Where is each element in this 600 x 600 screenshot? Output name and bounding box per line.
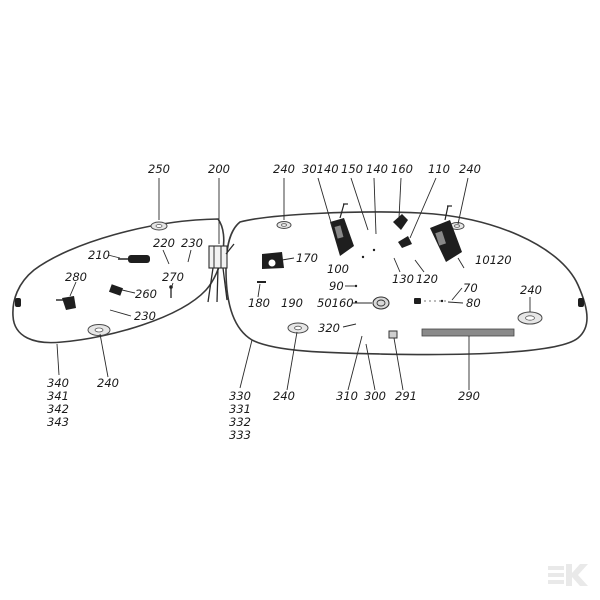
left-cable-end-plug	[15, 298, 21, 307]
callout-320: 320	[318, 321, 340, 335]
callout-240-right: 240	[520, 283, 542, 297]
callout-180: 180	[248, 296, 270, 310]
callout-240-top-left: 240	[273, 162, 295, 176]
switch-260-part	[108, 284, 124, 296]
right-cable-end-plug	[578, 298, 584, 307]
callout-332: 332	[229, 415, 251, 429]
callout-110: 110	[428, 162, 450, 176]
rod-290-part	[421, 328, 515, 337]
callout-70: 70	[463, 281, 478, 295]
washer-240-bottom-left-part	[87, 324, 111, 336]
center-connector-part	[207, 243, 235, 303]
clamp-280-part	[56, 296, 76, 310]
callout-342: 342	[47, 402, 69, 416]
callout-120: 120	[416, 272, 438, 286]
handle-210-part	[118, 255, 150, 263]
cam-160-part	[393, 214, 408, 230]
callout-10120: 10120	[475, 253, 512, 267]
switch-housing-30140-part	[330, 203, 354, 256]
callout-280: 280	[65, 270, 87, 284]
callout-90: 90	[329, 279, 344, 293]
clip-291-part	[388, 330, 398, 339]
callout-230-top: 230	[181, 236, 203, 250]
callout-250: 250	[148, 162, 170, 176]
left-cable-loop	[12, 218, 225, 344]
callout-150: 150	[341, 162, 363, 176]
washer-240-bottom-mid-part	[287, 322, 309, 334]
nut-80-part	[414, 298, 448, 304]
callout-160: 160	[391, 162, 413, 176]
callout-310: 310	[336, 389, 358, 403]
right-cable-loop	[225, 211, 588, 356]
callout-343: 343	[47, 415, 69, 429]
callout-210: 210	[88, 248, 110, 262]
switch-housing-10120-part	[430, 205, 462, 262]
bracket-170-part	[262, 252, 284, 269]
spring-50160-part	[372, 296, 390, 310]
callout-240-bottom-mid: 240	[273, 389, 295, 403]
screw-270-part	[169, 285, 173, 298]
watermark-logo-icon	[548, 564, 588, 586]
callout-331: 331	[229, 402, 251, 416]
callout-30140: 30140	[302, 162, 339, 176]
callout-300: 300	[364, 389, 386, 403]
callout-170: 170	[296, 251, 318, 265]
callout-100: 100	[327, 262, 349, 276]
callout-130: 130	[392, 272, 414, 286]
callout-341: 341	[47, 389, 69, 403]
callout-270: 270	[162, 270, 184, 284]
washer-250-part	[150, 221, 168, 231]
callout-200: 200	[208, 162, 230, 176]
callout-291: 291	[395, 389, 417, 403]
callout-240-bottom-left: 240	[97, 376, 119, 390]
lever-110-part	[398, 236, 412, 248]
callout-340: 340	[47, 376, 69, 390]
callout-80: 80	[466, 296, 481, 310]
callout-50160: 50160	[317, 296, 354, 310]
callout-220: 220	[153, 236, 175, 250]
leader-lines	[56, 177, 531, 391]
callout-290: 290	[458, 389, 480, 403]
callout-190: 190	[281, 296, 303, 310]
callout-330: 330	[229, 389, 251, 403]
callout-260: 260	[135, 287, 157, 301]
washer-240-right-part	[517, 311, 543, 325]
callout-240-top-right: 240	[459, 162, 481, 176]
callout-333: 333	[229, 428, 251, 442]
washer-240-top-left-part	[276, 221, 292, 229]
callout-230-bottom: 230	[134, 309, 156, 323]
callout-140: 140	[366, 162, 388, 176]
